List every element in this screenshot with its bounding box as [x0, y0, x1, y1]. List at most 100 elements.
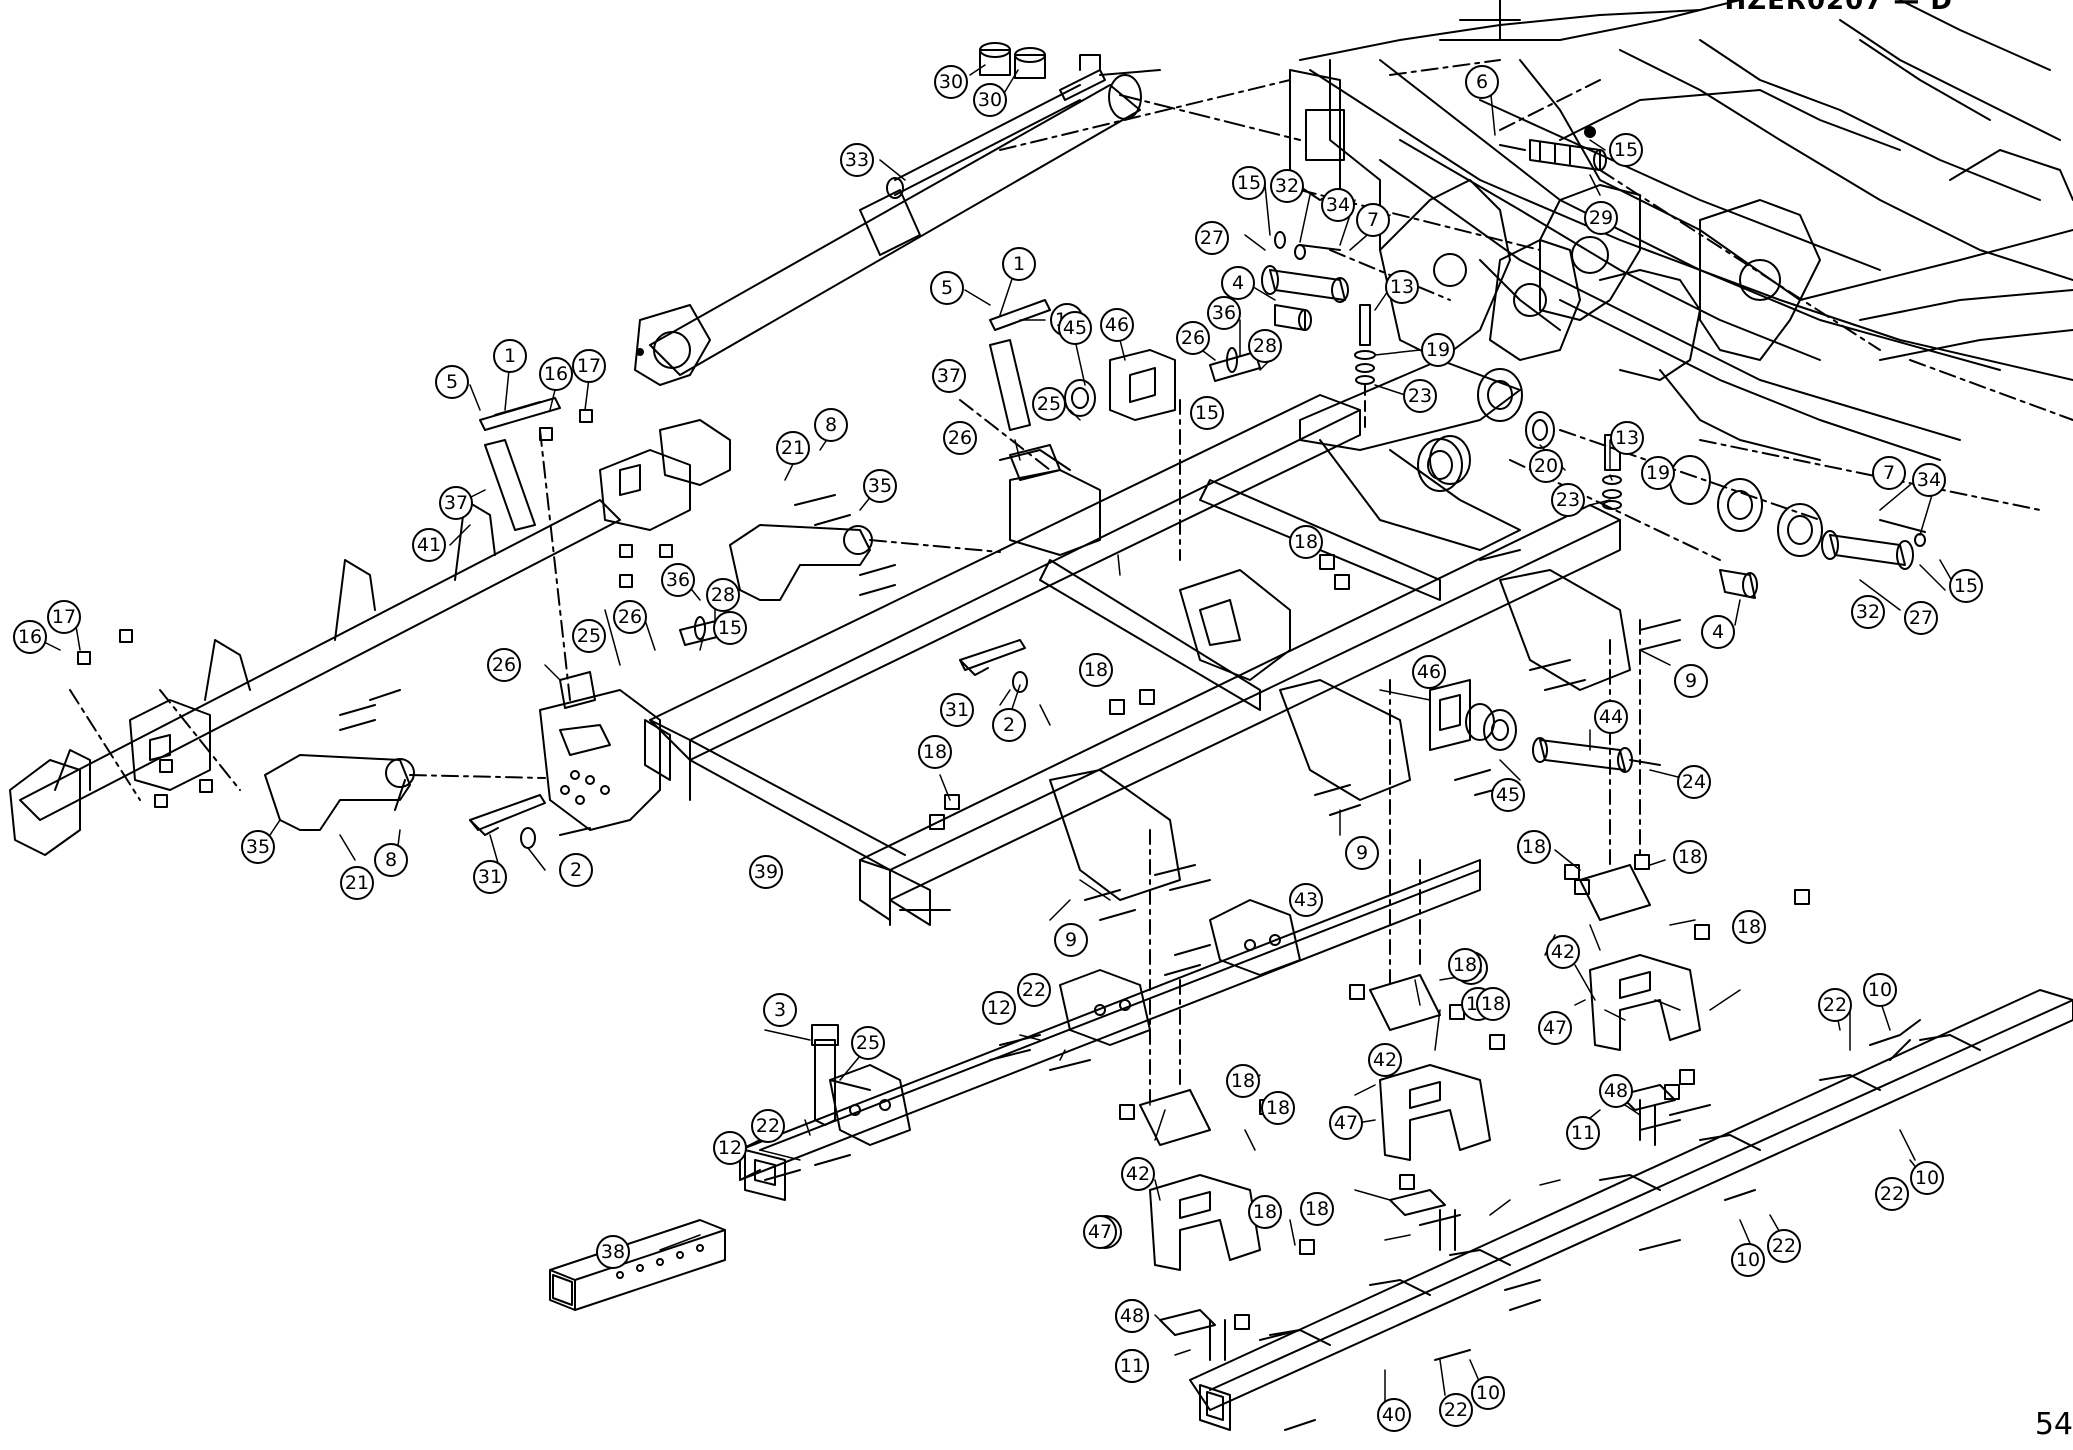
- svg-text:8: 8: [385, 849, 397, 871]
- svg-text:8: 8: [825, 414, 837, 436]
- callout-balloon: 41: [412, 528, 446, 562]
- callout-balloon: 21: [776, 431, 810, 465]
- svg-text:29: 29: [1589, 207, 1613, 229]
- callout-balloon: 22: [1767, 1229, 1801, 1263]
- callout-balloon: 36: [661, 563, 695, 597]
- svg-text:10: 10: [1736, 1249, 1760, 1271]
- callout-balloon: 4: [1701, 615, 1735, 649]
- callout-balloon: 22: [1439, 1393, 1473, 1427]
- callout-balloon: 18: [1289, 525, 1323, 559]
- dash-dot-leaders: [69, 59, 2073, 801]
- svg-text:42: 42: [1126, 1163, 1150, 1185]
- callout-balloon: 2: [992, 708, 1026, 742]
- svg-text:7: 7: [1367, 209, 1379, 231]
- svg-text:18: 18: [1084, 659, 1108, 681]
- callout-balloon: 16: [539, 357, 573, 391]
- callout-balloon: 45: [1058, 311, 1092, 345]
- callout-balloon: 46: [1100, 308, 1134, 342]
- svg-text:1: 1: [504, 345, 516, 367]
- callout-balloon: 15: [713, 611, 747, 645]
- callout-balloon: 45: [1491, 778, 1525, 812]
- svg-text:37: 37: [937, 365, 961, 387]
- callout-balloon: 47: [1329, 1106, 1363, 1140]
- callout-balloon: 34: [1912, 463, 1946, 497]
- callout-balloon: 27: [1195, 221, 1229, 255]
- svg-text:22: 22: [1772, 1235, 1796, 1257]
- svg-text:3: 3: [774, 999, 786, 1021]
- svg-text:18: 18: [1453, 954, 1477, 976]
- callout-balloon: 26: [943, 421, 977, 455]
- callout-balloon: 15: [1949, 569, 1983, 603]
- pins-37: [479, 299, 1051, 531]
- svg-text:47: 47: [1543, 1017, 1567, 1039]
- svg-text:34: 34: [1917, 469, 1941, 491]
- svg-text:18: 18: [1678, 846, 1702, 868]
- svg-text:11: 11: [1120, 1355, 1144, 1377]
- svg-text:22: 22: [1022, 979, 1046, 1001]
- callout-balloon: 38: [596, 1235, 630, 1269]
- callout-balloon: 13: [1610, 421, 1644, 455]
- callout-balloon: 47: [1538, 1011, 1572, 1045]
- svg-text:43: 43: [1294, 889, 1318, 911]
- svg-text:4: 4: [1232, 272, 1244, 294]
- callout-balloon: 37: [439, 486, 473, 520]
- callout-balloon: 42: [1121, 1157, 1155, 1191]
- callout-balloon: 32: [1851, 595, 1885, 629]
- shank-brackets: [1139, 399, 1701, 1336]
- callout-balloon: 18: [1261, 1091, 1295, 1125]
- callout-balloon: 20: [1529, 449, 1563, 483]
- svg-text:33: 33: [845, 149, 869, 171]
- svg-text:12: 12: [987, 997, 1011, 1019]
- callout-balloon: 3: [763, 993, 797, 1027]
- callout-balloon: 35: [241, 830, 275, 864]
- svg-text:5: 5: [446, 371, 458, 393]
- svg-text:21: 21: [781, 437, 805, 459]
- callout-balloon: 18: [1079, 653, 1113, 687]
- svg-text:48: 48: [1120, 1305, 1144, 1327]
- lynch-pins: [469, 639, 1028, 1126]
- callout-balloon: 25: [851, 1026, 885, 1060]
- svg-text:18: 18: [1522, 836, 1546, 858]
- svg-text:30: 30: [939, 71, 963, 93]
- svg-text:16: 16: [544, 363, 568, 385]
- svg-text:31: 31: [478, 866, 502, 888]
- svg-text:5: 5: [941, 277, 953, 299]
- callout-balloon: 9: [1345, 836, 1379, 870]
- callout-balloon: 11: [1566, 1116, 1600, 1150]
- svg-text:47: 47: [1334, 1112, 1358, 1134]
- callout-balloon: 25: [1032, 387, 1066, 421]
- callout-balloon: 5: [435, 365, 469, 399]
- svg-text:42: 42: [1551, 941, 1575, 963]
- svg-text:18: 18: [1305, 1198, 1329, 1220]
- callout-balloon: 23: [1403, 379, 1437, 413]
- svg-text:16: 16: [18, 626, 42, 648]
- svg-text:42: 42: [1373, 1049, 1397, 1071]
- callout-balloon: 15: [1232, 166, 1266, 200]
- callout-balloon: 22: [1875, 1177, 1909, 1211]
- callout-balloon: 9: [1674, 664, 1708, 698]
- svg-text:10: 10: [1868, 979, 1892, 1001]
- svg-text:34: 34: [1326, 194, 1350, 216]
- upper-pin-hardware: [1261, 126, 1926, 599]
- svg-text:28: 28: [711, 584, 735, 606]
- callout-balloon: 29: [1584, 201, 1618, 235]
- callout-balloon: 24: [1677, 765, 1711, 799]
- svg-text:7: 7: [1883, 462, 1895, 484]
- svg-text:40: 40: [1382, 1404, 1406, 1426]
- document-code: HZER0207 — D: [1724, 0, 1953, 16]
- callout-balloon: 1: [1002, 247, 1036, 281]
- svg-text:17: 17: [577, 355, 601, 377]
- rear-cross-tube: [739, 859, 1481, 1201]
- callout-balloon: 19: [1421, 333, 1455, 367]
- callout-balloon: 28: [1248, 329, 1282, 363]
- callout-balloon: 33: [840, 143, 874, 177]
- svg-text:18: 18: [1737, 916, 1761, 938]
- svg-text:31: 31: [945, 699, 969, 721]
- svg-text:23: 23: [1408, 385, 1432, 407]
- callout-balloon: 30: [973, 83, 1007, 117]
- callout-balloon: 17: [47, 600, 81, 634]
- svg-text:11: 11: [1571, 1122, 1595, 1144]
- callout-balloon: 16: [13, 620, 47, 654]
- callout-balloon: 15: [1609, 133, 1643, 167]
- callout-balloon: 10: [1471, 1376, 1505, 1410]
